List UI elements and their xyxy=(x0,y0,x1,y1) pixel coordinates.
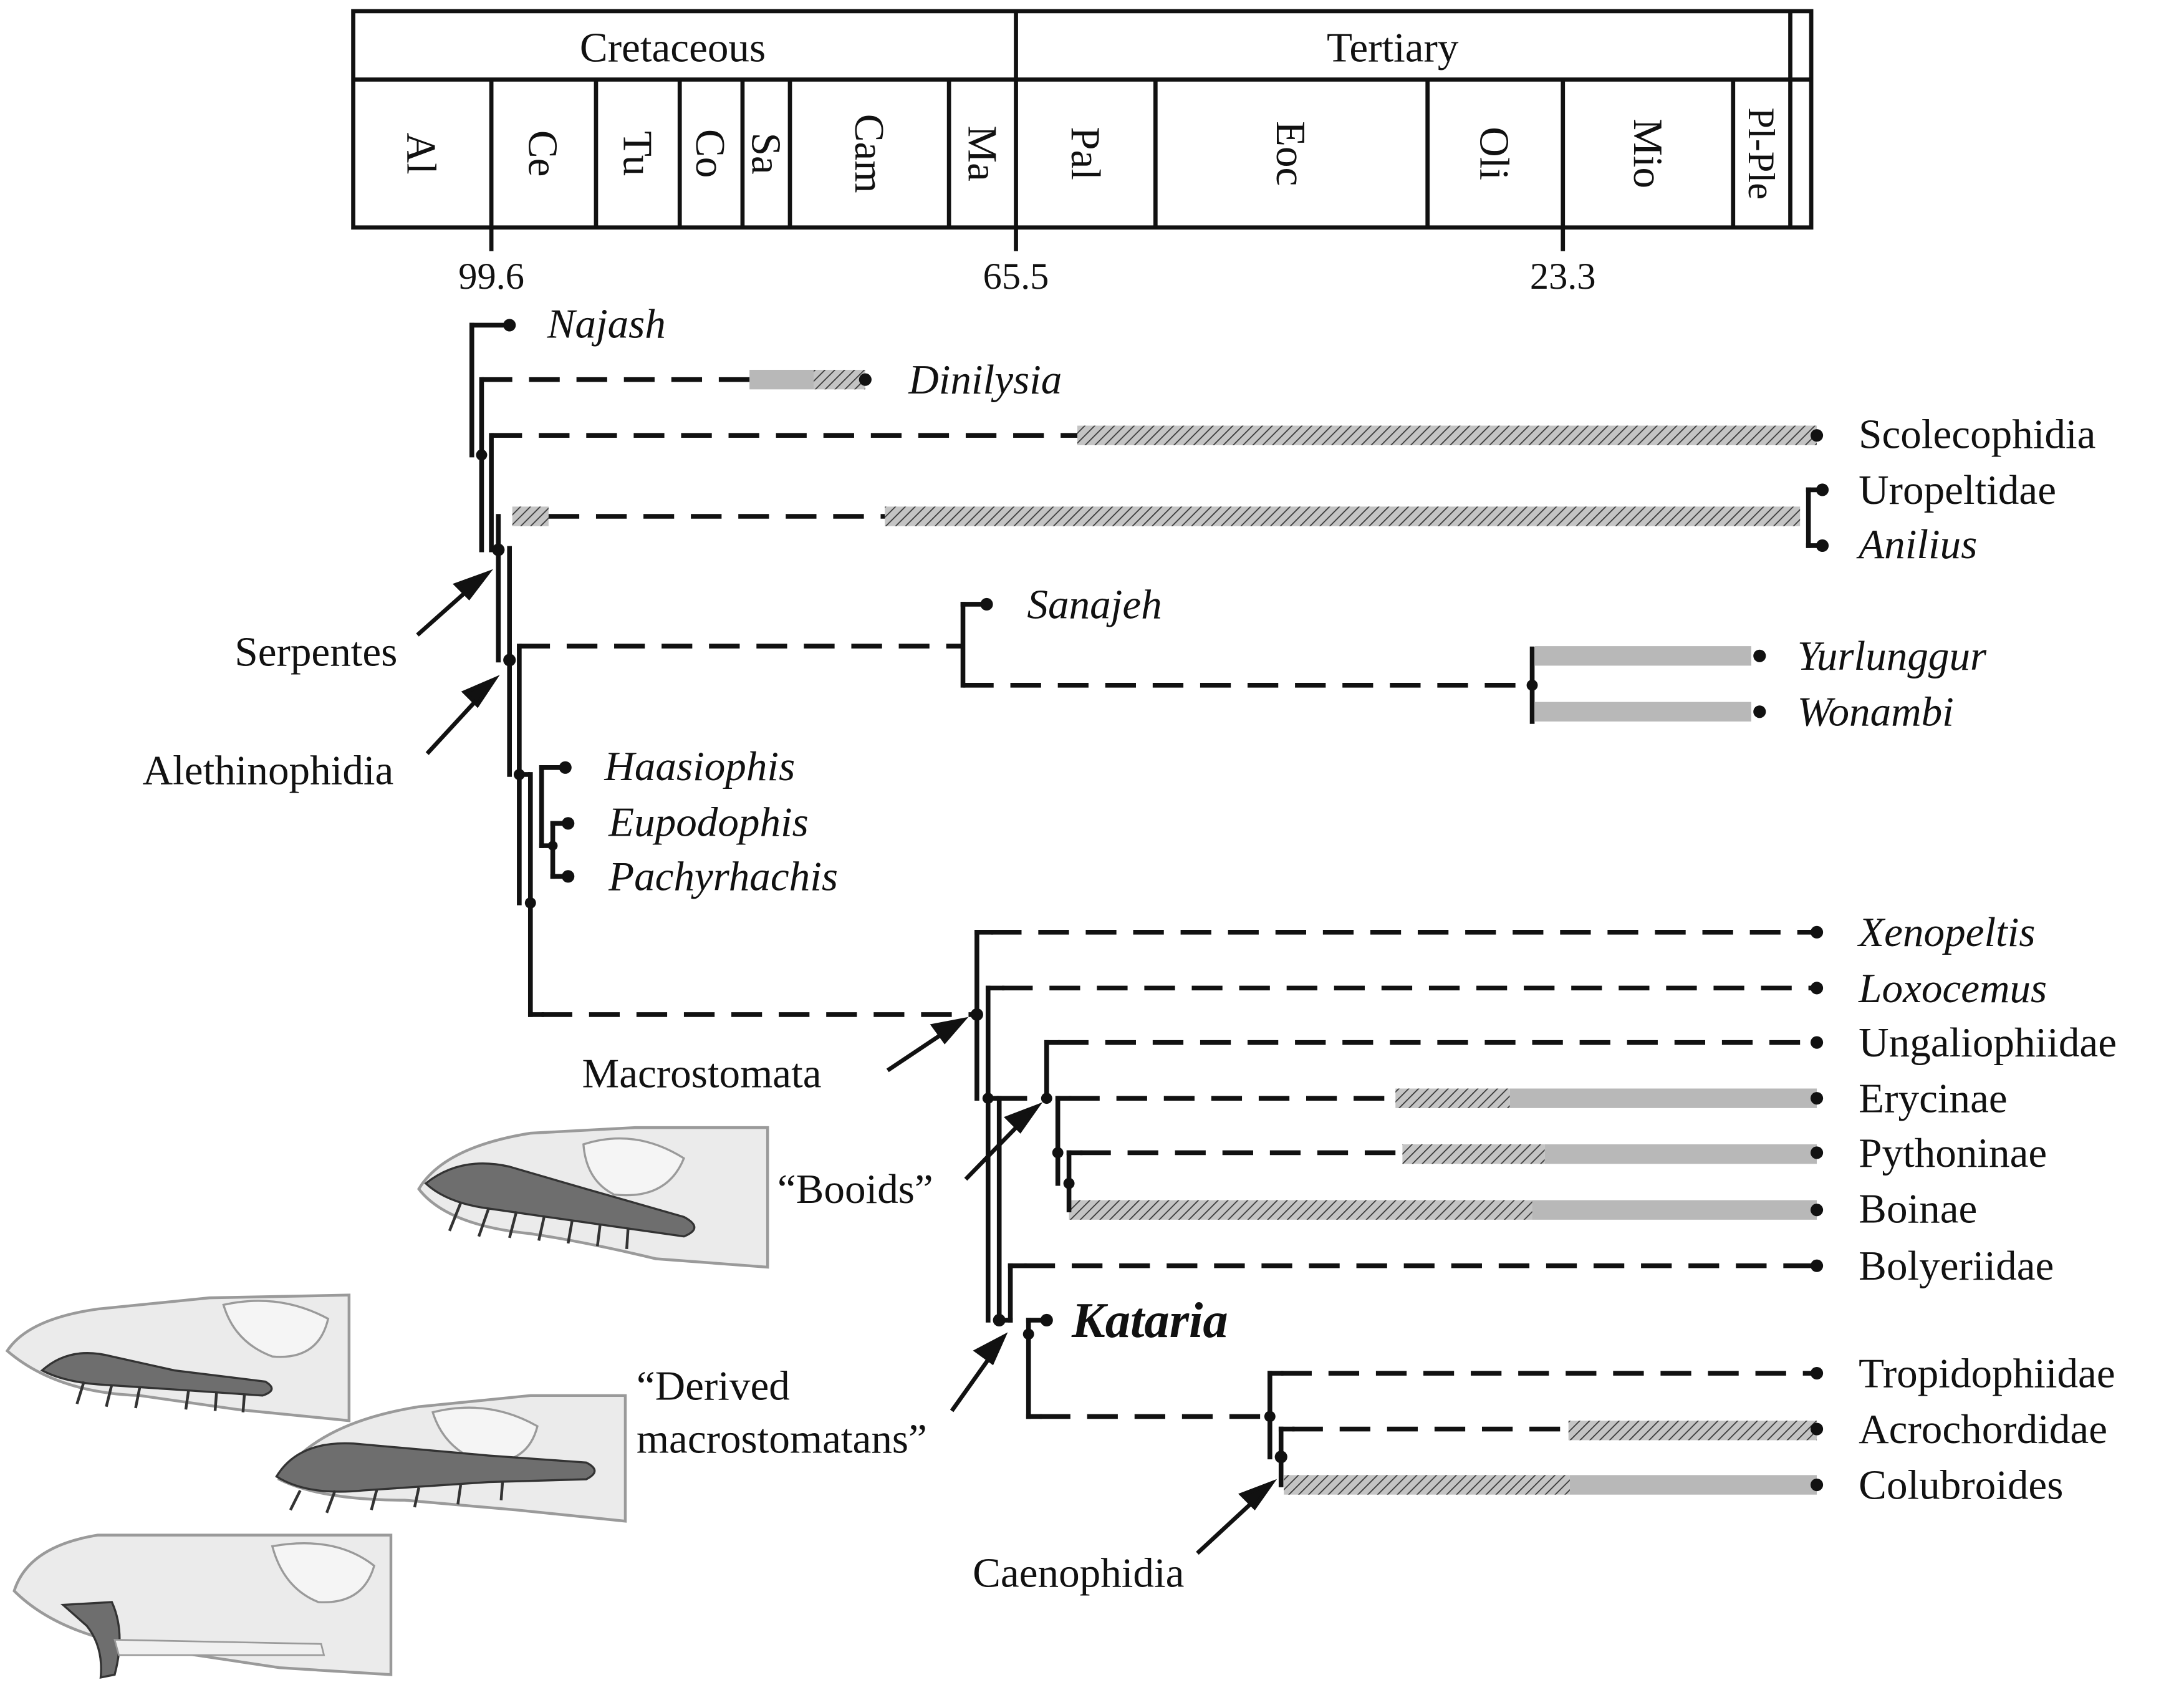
stage-pl-ple: Pl-Ple xyxy=(1740,107,1782,200)
range-bar-erycinae xyxy=(1509,1088,1817,1108)
taxon-label-colubroides: Colubroides xyxy=(1859,1461,2063,1508)
tick-label-65-5: 65.5 xyxy=(983,256,1049,297)
clade-label-derived-macrostomatans-line2: macrostomatans” xyxy=(637,1416,927,1462)
clade-label-macrostomata: Macrostomata xyxy=(582,1050,822,1096)
taxon-label-pythoninae: Pythoninae xyxy=(1859,1129,2047,1176)
taxon-label-scolecophidia: Scolecophidia xyxy=(1859,410,2095,457)
taxon-label-bolyeriidae: Bolyeriidae xyxy=(1859,1242,2054,1289)
range-bar-dinilysia-hatched xyxy=(814,370,865,390)
range-bar-scolecophidia xyxy=(1077,425,1817,445)
stage-sa: Sa xyxy=(743,133,789,175)
range-bar-boinae xyxy=(1532,1200,1817,1220)
taxon-label-uropeltidae: Uropeltidae xyxy=(1859,466,2056,513)
range-bar-acrochordidae xyxy=(1568,1421,1817,1441)
range-bar-colubroides-hatched xyxy=(1284,1475,1570,1495)
taxon-label-eupodophis: Eupodophis xyxy=(608,798,809,845)
clade-label-booids: “Booids” xyxy=(777,1166,933,1212)
stage-co: Co xyxy=(687,129,734,178)
taxon-label-yurlunggur: Yurlunggur xyxy=(1797,632,1987,679)
skull-illustration-boid xyxy=(417,1126,769,1269)
taxon-label-sanajeh: Sanajeh xyxy=(1027,581,1162,627)
clade-label-serpentes: Serpentes xyxy=(234,628,397,675)
range-bar-colubroides xyxy=(1569,1475,1817,1495)
stage-pal: Pal xyxy=(1062,127,1109,180)
taxon-label-tropidophiidae: Tropidophiidae xyxy=(1859,1350,2115,1396)
tick-label-23-3: 23.3 xyxy=(1530,256,1596,297)
period-tertiary: Tertiary xyxy=(1327,24,1459,70)
tree-nodes xyxy=(476,449,1538,1464)
taxon-label-najash: Najash xyxy=(547,301,666,347)
timescale xyxy=(351,9,1814,251)
clade-arrows xyxy=(416,569,1277,1555)
taxon-label-acrochordidae: Acrochordidae xyxy=(1859,1406,2107,1452)
range-bar-yurlunggur xyxy=(1535,646,1751,666)
range-bar-pythoninae-hatched xyxy=(1402,1144,1545,1164)
range-bar-wonambi xyxy=(1535,702,1751,722)
clade-label-caenophidia: Caenophidia xyxy=(973,1549,1184,1596)
skull-illustration-3 xyxy=(12,1533,393,1679)
stage-mio: Mio xyxy=(1625,118,1672,188)
taxon-label-ungaliophiidae: Ungaliophiidae xyxy=(1859,1019,2117,1066)
range-bar-pythoninae xyxy=(1544,1144,1817,1164)
period-cretaceous: Cretaceous xyxy=(580,24,766,70)
stage-eoc: Eoc xyxy=(1268,121,1314,186)
stage-ma: Ma xyxy=(959,125,1006,181)
tip-markers xyxy=(503,319,1829,1492)
skull-illustration-1 xyxy=(5,1293,351,1422)
stage-al: Al xyxy=(398,133,445,175)
stage-tu: Tu xyxy=(615,131,661,176)
taxon-label-boinae: Boinae xyxy=(1859,1185,1977,1232)
taxon-label-kataria: Kataria xyxy=(1071,1293,1228,1348)
taxon-label-pachyrhachis: Pachyrhachis xyxy=(608,853,838,900)
range-bar-erycinae-hatched xyxy=(1395,1088,1510,1108)
range-bars xyxy=(512,370,1817,1495)
taxon-label-erycinae: Erycinae xyxy=(1859,1075,2008,1122)
range-bar-anilioid xyxy=(885,506,1801,526)
stage-ce: Ce xyxy=(519,130,566,177)
range-bar-boinae-hatched xyxy=(1069,1200,1532,1220)
range-bar-anilioid-early xyxy=(512,506,549,526)
tick-label-99-6: 99.6 xyxy=(458,256,524,297)
taxon-label-xenopeltis: Xenopeltis xyxy=(1857,909,2035,955)
stage-oli: Oli xyxy=(1471,127,1518,180)
skull-illustration-2 xyxy=(275,1394,627,1523)
clade-label-derived-macrostomatans-line1: “Derived xyxy=(637,1363,790,1409)
taxon-label-wonambi: Wonambi xyxy=(1797,688,1954,735)
taxon-label-haasiophis: Haasiophis xyxy=(604,743,795,789)
clade-label-alethinophidia: Alethinophidia xyxy=(143,747,394,794)
range-bar-dinilysia xyxy=(749,370,814,390)
taxon-label-dinilysia: Dinilysia xyxy=(908,356,1062,403)
tree-ghost-lineages xyxy=(481,377,1817,1432)
taxon-label-loxocemus: Loxocemus xyxy=(1858,965,2047,1012)
stage-cam: Cam xyxy=(846,114,893,193)
taxon-label-anilius: Anilius xyxy=(1856,521,1977,567)
